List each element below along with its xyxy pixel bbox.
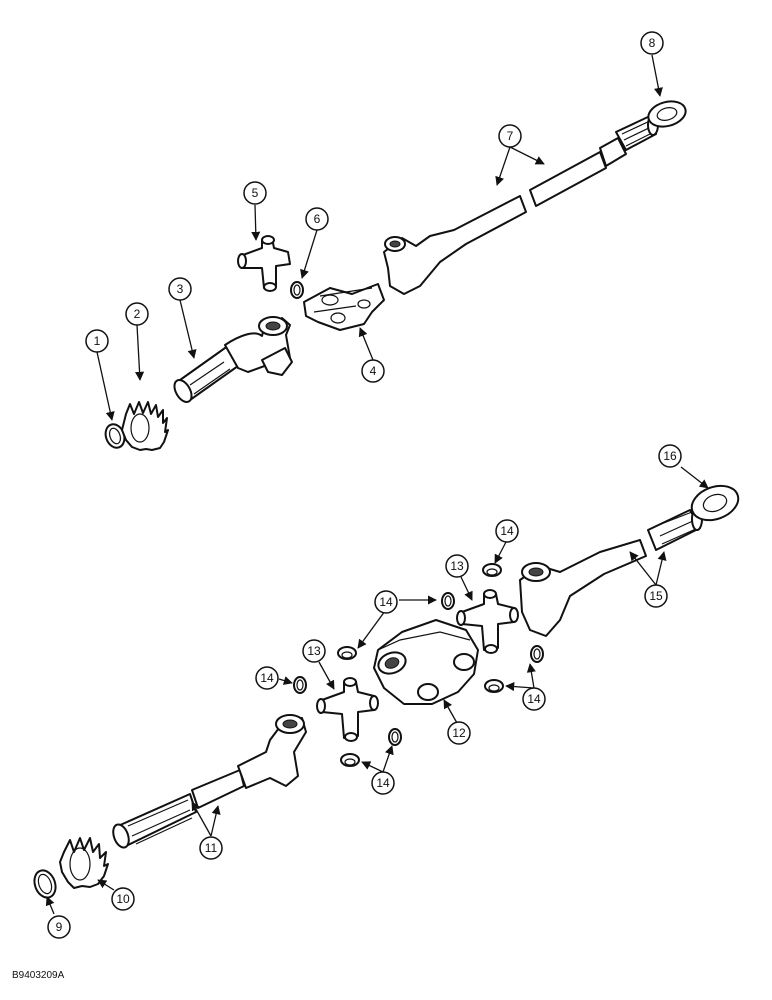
- callout-12: 12: [447, 721, 471, 745]
- svg-text:14: 14: [379, 595, 393, 609]
- svg-text:16: 16: [663, 449, 677, 463]
- seal-part-16: [690, 484, 740, 522]
- callout-13-left: 13: [302, 639, 326, 663]
- ring-part-14-f: [340, 753, 360, 767]
- cross-part-13-right: [456, 589, 519, 654]
- callout-4: 4: [361, 359, 385, 383]
- callout-9: 9: [47, 915, 71, 939]
- svg-text:9: 9: [56, 920, 63, 934]
- callout-14-bottom: 14: [371, 771, 395, 795]
- axle-shaft-part-15: [519, 507, 703, 637]
- svg-text:14: 14: [527, 692, 541, 706]
- seal-part-8: [647, 100, 687, 128]
- callout-11: 11: [199, 836, 223, 860]
- svg-text:5: 5: [252, 186, 259, 200]
- axle-shaft-part-7: [383, 114, 659, 295]
- svg-text:8: 8: [649, 36, 656, 50]
- svg-text:14: 14: [260, 671, 274, 685]
- svg-text:1: 1: [94, 334, 101, 348]
- gear-part-2: [121, 401, 169, 451]
- stub-shaft-part-11: [112, 714, 307, 849]
- ring-part-14-d: [293, 676, 307, 694]
- ring-part-14-c: [337, 646, 357, 660]
- callout-14-top: 14: [495, 519, 519, 543]
- ring-part-14-b: [441, 592, 455, 610]
- callout-14-right: 14: [522, 687, 546, 711]
- callout-10: 10: [111, 887, 135, 911]
- cross-part-5: [237, 235, 291, 292]
- figure-id: B9403209A: [12, 970, 65, 981]
- stub-shaft-part-3: [173, 316, 293, 403]
- snap-ring-part-9: [33, 869, 57, 899]
- ring-part-14-a: [482, 563, 502, 577]
- callout-7: 7: [498, 124, 522, 148]
- svg-text:11: 11: [205, 841, 218, 855]
- center-link-part-4: [303, 283, 385, 331]
- svg-text:14: 14: [376, 776, 390, 790]
- ring-part-14-g: [530, 645, 544, 663]
- callout-14-upper-middle: 14: [374, 590, 398, 614]
- callout-6: 6: [305, 207, 329, 231]
- ring-part-6: [290, 281, 304, 299]
- ring-part-14-h: [484, 679, 504, 693]
- callout-13-right: 13: [445, 554, 469, 578]
- svg-text:6: 6: [314, 212, 321, 226]
- callout-16: 16: [658, 444, 682, 468]
- svg-text:4: 4: [370, 364, 377, 378]
- svg-text:10: 10: [116, 892, 130, 906]
- svg-text:13: 13: [450, 559, 464, 573]
- svg-text:15: 15: [649, 589, 663, 603]
- svg-text:2: 2: [134, 307, 141, 321]
- svg-text:12: 12: [452, 726, 466, 740]
- svg-text:3: 3: [177, 282, 184, 296]
- svg-text:13: 13: [307, 644, 321, 658]
- cross-part-13-left: [316, 677, 379, 742]
- callout-15: 15: [644, 584, 668, 608]
- svg-text:7: 7: [507, 129, 514, 143]
- callout-5: 5: [243, 181, 267, 205]
- callout-2: 2: [125, 302, 149, 326]
- callout-14-left: 14: [255, 666, 279, 690]
- svg-text:14: 14: [500, 524, 514, 538]
- callout-3: 3: [168, 277, 192, 301]
- callout-1: 1: [85, 329, 109, 353]
- gear-part-10: [59, 837, 109, 889]
- ring-part-14-e: [388, 728, 402, 746]
- leader-lines: [45, 54, 709, 915]
- center-housing-part-12: [373, 619, 479, 705]
- callout-8: 8: [640, 31, 664, 55]
